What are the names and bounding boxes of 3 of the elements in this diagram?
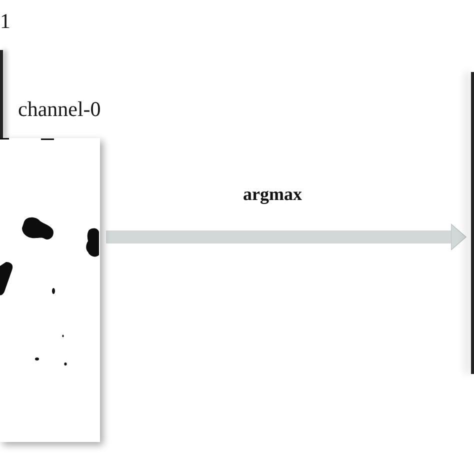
channel-label: channel-0 bbox=[18, 98, 101, 120]
channel-label: 1 bbox=[0, 10, 10, 32]
block-arrow bbox=[106, 224, 466, 250]
